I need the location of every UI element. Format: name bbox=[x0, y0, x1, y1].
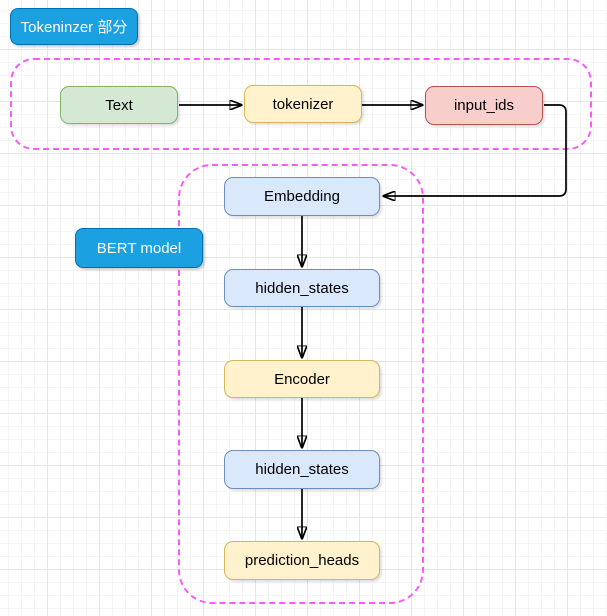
node-embedding-label: Embedding bbox=[264, 188, 340, 205]
node-input-ids: input_ids bbox=[425, 86, 543, 125]
bert-model-label: BERT model bbox=[75, 228, 203, 268]
node-encoder-label: Encoder bbox=[274, 370, 330, 388]
node-prediction-heads-label: prediction_heads bbox=[244, 552, 360, 569]
node-tokenizer-label: tokenizer bbox=[272, 95, 334, 113]
node-tokenizer: tokenizer bbox=[244, 85, 362, 123]
bert-model-label-text: BERT model bbox=[96, 239, 182, 257]
node-text: Text bbox=[60, 86, 178, 124]
node-hidden-states-2-label: hidden_states bbox=[255, 461, 349, 478]
tokenizer-group-label: Tokeninzer 部分 bbox=[10, 8, 138, 45]
node-encoder: Encoder bbox=[224, 360, 380, 398]
node-text-label: Text bbox=[105, 96, 133, 114]
node-input-ids-label: input_ids bbox=[453, 97, 515, 114]
bert-model-group-boundary bbox=[178, 164, 424, 604]
node-hidden-states-1-label: hidden_states bbox=[255, 279, 349, 297]
node-embedding: Embedding bbox=[224, 177, 380, 216]
node-hidden-states-1: hidden_states bbox=[224, 269, 380, 307]
node-hidden-states-2: hidden_states bbox=[224, 450, 380, 489]
node-prediction-heads: prediction_heads bbox=[224, 541, 380, 580]
tokenizer-group-label-text: Tokeninzer 部分 bbox=[20, 19, 128, 36]
tokenizer-group-boundary bbox=[10, 58, 592, 150]
